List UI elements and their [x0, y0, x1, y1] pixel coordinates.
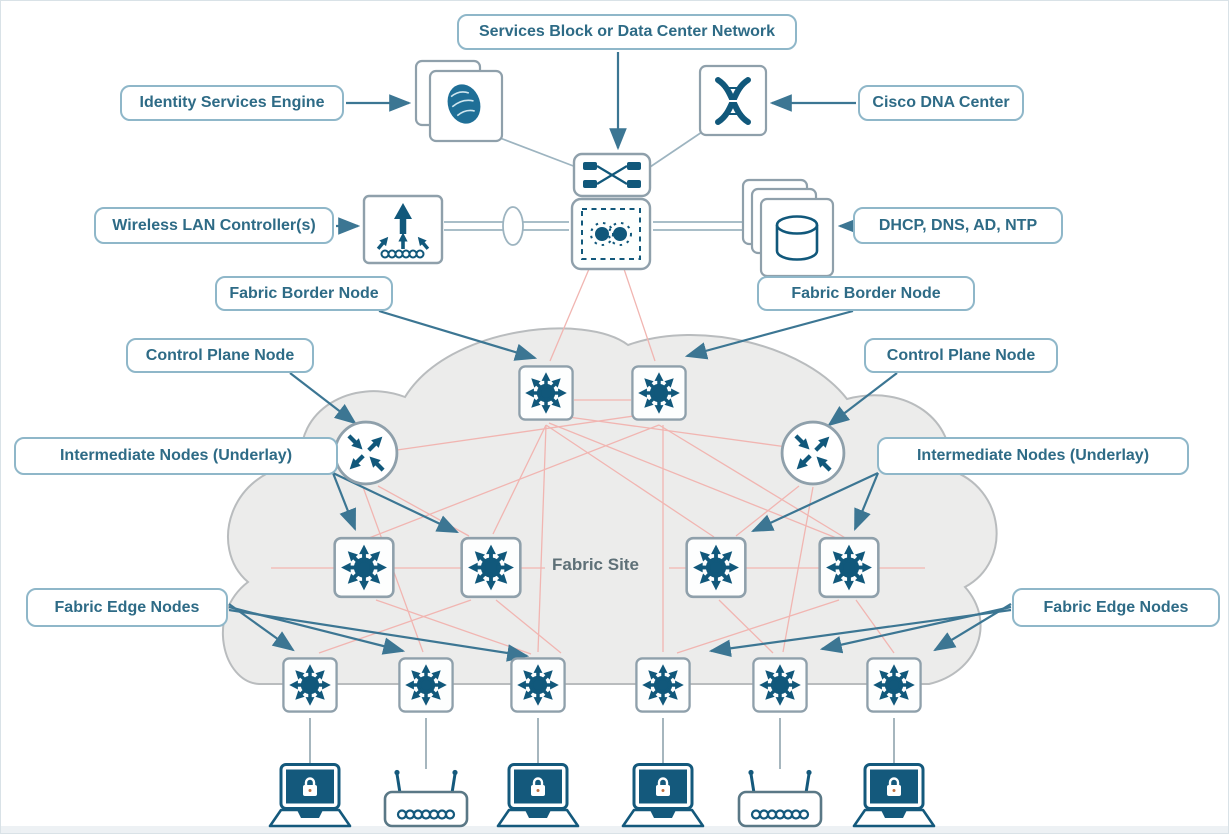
cisco-dna-center-label: Cisco DNA Center — [858, 85, 1024, 121]
fabric-edge-node-icon-3 — [509, 652, 567, 718]
control-plane-node-icon-left — [331, 418, 401, 488]
dna-label-text: Cisco DNA Center — [872, 94, 1010, 111]
fabric-edge-node-icon-1 — [281, 652, 339, 718]
fabric-edge-node-icon-2 — [397, 652, 455, 718]
intermediate-node-icon-3 — [684, 533, 748, 602]
intermediate-node-icon-1 — [332, 533, 396, 602]
bottom-edge-band — [1, 826, 1228, 833]
control-plane-node-label-right: Control Plane Node — [864, 338, 1058, 373]
shared-services-label-text: DHCP, DNS, AD, NTP — [878, 216, 1038, 234]
callout-arrows — [228, 52, 1012, 662]
intermediate-left-text: Intermediate Nodes (Underlay) — [59, 447, 293, 464]
services-block-label-text: Services Block or Data Center Network — [478, 23, 776, 40]
control-plane-node-label-left: Control Plane Node — [126, 338, 314, 373]
intermediate-nodes-label-left: Intermediate Nodes (Underlay) — [14, 437, 338, 475]
fabric-border-right-text: Fabric Border Node — [791, 284, 941, 302]
services-switch-icon — [572, 152, 652, 198]
intermediate-node-icon-2 — [459, 533, 523, 602]
fabric-border-node-label-right: Fabric Border Node — [757, 276, 975, 311]
fabric-edge-node-icon-5 — [751, 652, 809, 718]
endpoint-drop-links — [309, 718, 895, 769]
dna-center-icon — [698, 64, 768, 137]
access-point-icon-1 — [378, 767, 474, 829]
endpoint-laptop-icon-1 — [266, 763, 354, 829]
access-point-icon-2 — [732, 767, 828, 829]
control-plane-left-text: Control Plane Node — [145, 346, 295, 364]
fabric-site-label: Fabric Site — [552, 555, 639, 574]
wlc-icon — [362, 194, 444, 265]
fabric-edge-nodes-label-right: Fabric Edge Nodes — [1012, 588, 1220, 627]
identity-services-engine-label: Identity Services Engine — [120, 85, 344, 121]
endpoint-laptop-icon-2 — [494, 763, 582, 829]
tunnel-icon — [502, 206, 524, 246]
fabric-border-node-icon-left — [517, 360, 575, 426]
fabric-site-cloud — [222, 327, 998, 685]
fabric-edge-node-icon-6 — [865, 652, 923, 718]
fabric-edge-right-text: Fabric Edge Nodes — [1043, 598, 1189, 616]
ise-label-text: Identity Services Engine — [139, 94, 325, 111]
endpoint-laptop-icon-4 — [850, 763, 938, 829]
fabric-edge-node-icon-4 — [634, 652, 692, 718]
control-plane-node-icon-right — [778, 418, 848, 488]
fabric-edge-nodes-label-left: Fabric Edge Nodes — [26, 588, 228, 627]
services-block-label: Services Block or Data Center Network — [457, 14, 797, 50]
shared-services-icon — [737, 178, 837, 280]
fabric-border-node-icon-right — [630, 360, 688, 426]
control-plane-right-text: Control Plane Node — [886, 346, 1036, 364]
intermediate-node-icon-4 — [817, 533, 881, 602]
shared-services-label: DHCP, DNS, AD, NTP — [853, 207, 1063, 244]
fabric-border-left-text: Fabric Border Node — [229, 284, 379, 302]
fusion-router-icon — [570, 197, 652, 271]
endpoint-laptop-icon-3 — [619, 763, 707, 829]
fabric-border-node-label-left: Fabric Border Node — [215, 276, 393, 311]
intermediate-nodes-label-right: Intermediate Nodes (Underlay) — [877, 437, 1189, 475]
intermediate-right-text: Intermediate Nodes (Underlay) — [916, 447, 1150, 464]
wlc-label-text: Wireless LAN Controller(s) — [112, 216, 316, 234]
identity-services-engine-icon — [412, 55, 504, 145]
wireless-lan-controller-label: Wireless LAN Controller(s) — [94, 207, 334, 244]
fabric-edge-left-text: Fabric Edge Nodes — [54, 598, 200, 616]
